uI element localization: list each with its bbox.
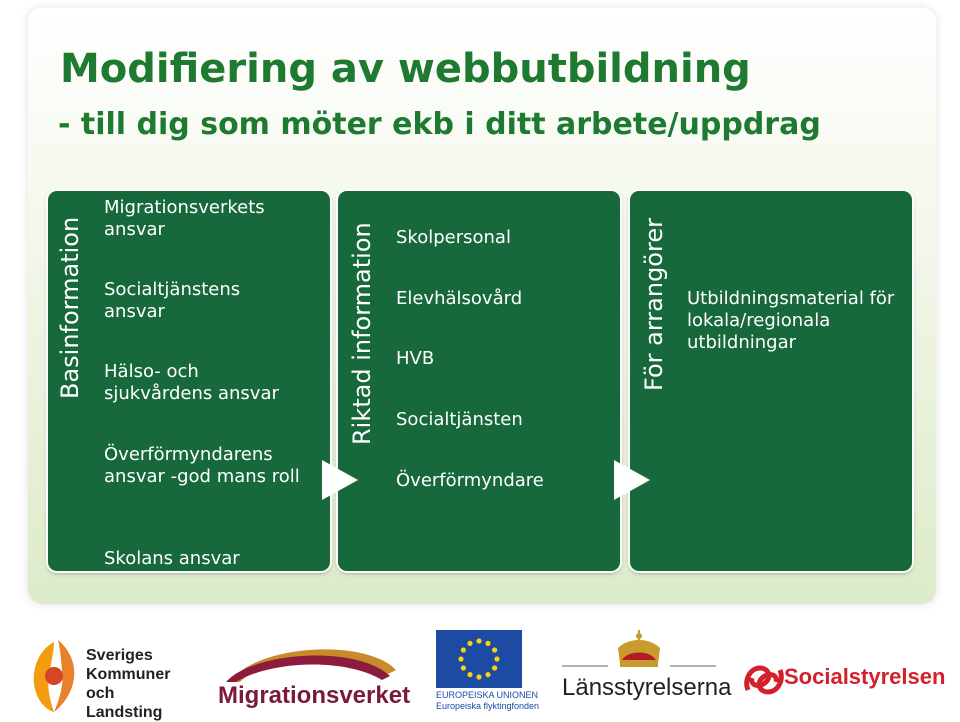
- panel-label-riktad-information: Riktad information: [348, 222, 376, 445]
- skl-text-line3: och Landsting: [86, 685, 163, 721]
- list-item: Migrationsverkets ansvar: [104, 197, 265, 240]
- lansstyrelserna-logo: Länsstyrelserna: [562, 628, 731, 714]
- arrow-right-icon: [614, 460, 650, 500]
- skl-text-line1: Sveriges: [86, 647, 153, 664]
- socialstyrelsen-text: Socialstyrelsen: [784, 664, 946, 689]
- page-subtitle: - till dig som möter ekb i ditt arbete/u…: [58, 107, 821, 142]
- list-item: Skolpersonal: [396, 227, 511, 248]
- crown-icon: [562, 630, 716, 667]
- migrationsverket-logo: Migrationsverket: [216, 634, 411, 714]
- list-item: HVB: [396, 348, 435, 369]
- skl-text-line2: Kommuner: [86, 666, 171, 683]
- list-item: Elevhälsovård: [396, 288, 523, 309]
- arrow-right-icon: [322, 460, 358, 500]
- migrationsverket-arc-icon: [226, 649, 396, 682]
- logo-row: Sveriges Kommuner och Landsting Migratio…: [0, 620, 960, 721]
- eu-text-line2: Europeiska flyktingfonden: [436, 701, 540, 711]
- list-item: Skolans ansvar: [104, 548, 240, 569]
- skl-logo: Sveriges Kommuner och Landsting: [24, 636, 194, 721]
- migrationsverket-text: Migrationsverket: [218, 682, 411, 709]
- list-item: Socialtjänstens ansvar: [104, 279, 241, 322]
- skl-emblem-icon: [33, 640, 75, 712]
- panel-label-basinformation: Basinformation: [56, 216, 84, 399]
- lansstyrelserna-text: Länsstyrelserna: [562, 674, 732, 701]
- list-item: Överförmyndarens ansvar -god mans roll: [104, 444, 300, 487]
- page-title: Modifiering av webbutbildning: [60, 46, 751, 92]
- list-item: Överförmyndare: [396, 470, 544, 491]
- eu-text-line1: EUROPEISKA UNIONEN: [436, 690, 539, 700]
- socialstyrelsen-logo: Socialstyrelsen: [742, 660, 945, 710]
- eu-logo: EUROPEISKA UNIONEN Europeiska flyktingfo…: [436, 630, 539, 716]
- panel-riktad-information: Riktad information Skolpersonal Elevhäls…: [338, 191, 620, 571]
- panel-label-for-arrangorer: För arrangörer: [640, 218, 668, 391]
- socialstyrelsen-emblem-icon: [744, 665, 784, 695]
- panel-for-arrangorer: För arrangörer Utbildningsmaterial för l…: [630, 191, 912, 571]
- list-item: Socialtjänsten: [396, 409, 523, 430]
- list-item: Utbildningsmaterial för lokala/regionala…: [687, 288, 895, 353]
- list-item: Hälso- och sjukvårdens ansvar: [104, 361, 279, 404]
- eu-flag-icon: [436, 630, 522, 688]
- panel-basinformation: Basinformation Migrationsverkets ansvar …: [48, 191, 330, 571]
